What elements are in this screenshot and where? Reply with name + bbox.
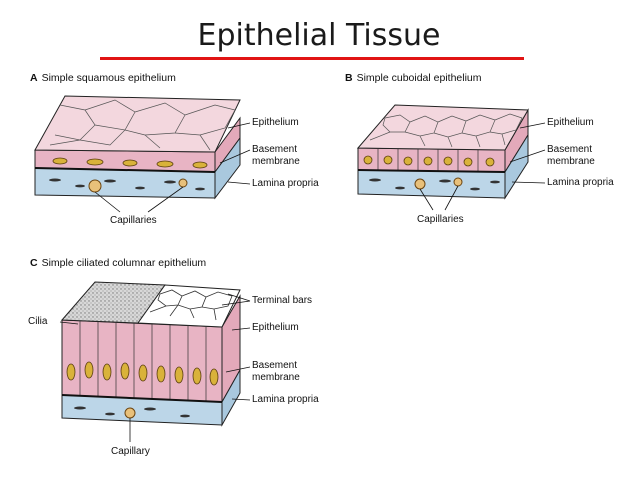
columnar-block xyxy=(60,281,241,427)
panel-a-title: Simple squamous epithelium xyxy=(41,72,176,84)
a-label-basement-2: membrane xyxy=(252,156,300,167)
panel-b-letter: B xyxy=(345,72,353,84)
panel-c-letter: C xyxy=(30,257,38,269)
a-label-lamina: Lamina propria xyxy=(252,178,319,189)
b-label-lamina: Lamina propria xyxy=(547,177,614,188)
page-title: Epithelial Tissue xyxy=(197,18,441,53)
cuboidal-block xyxy=(356,104,529,200)
b-label-basement-1: Basement xyxy=(547,144,593,155)
panel-a-letter: A xyxy=(30,72,38,84)
c-label-cilia: Cilia xyxy=(28,316,48,327)
b-label-epithelium: Epithelium xyxy=(547,117,594,128)
c-label-basement-1: Basement xyxy=(252,360,298,371)
panel-c-title: Simple ciliated columnar epithelium xyxy=(41,257,207,269)
title-underline xyxy=(100,57,524,60)
c-label-capillary: Capillary xyxy=(111,446,150,457)
c-label-terminal-bars: Terminal bars xyxy=(252,295,313,306)
squamous-block xyxy=(34,95,241,200)
c-label-epithelium: Epithelium xyxy=(252,322,299,333)
a-label-epithelium: Epithelium xyxy=(252,117,299,128)
panel-b-title: Simple cuboidal epithelium xyxy=(356,72,482,84)
leader-lines xyxy=(59,122,546,442)
c-label-lamina: Lamina propria xyxy=(252,394,319,405)
c-label-basement-2: membrane xyxy=(252,372,300,383)
b-label-capillaries: Capillaries xyxy=(417,214,464,225)
a-label-capillaries: Capillaries xyxy=(110,215,157,226)
b-label-basement-2: membrane xyxy=(547,156,595,167)
a-label-basement-1: Basement xyxy=(252,144,298,155)
